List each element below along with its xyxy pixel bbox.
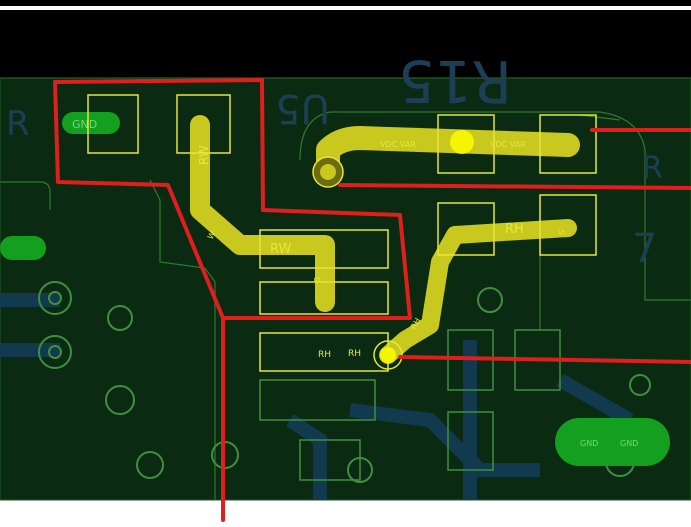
ghost-label-digit: 7 — [632, 226, 657, 272]
ghost-label-r15: R15 — [398, 47, 512, 115]
bottom-whitespace — [0, 500, 691, 527]
annotation-line-via — [338, 183, 691, 190]
pad-outlines — [87, 94, 597, 372]
via-rh-inner — [380, 347, 396, 363]
trace-rh[interactable] — [379, 219, 577, 364]
pad-label-small-s: S — [313, 277, 322, 282]
pad-rh-top — [437, 202, 495, 256]
canvas-top-band — [0, 0, 691, 80]
dim-vias — [38, 281, 651, 483]
pad-label-rh-low-a: RH — [318, 350, 331, 360]
trace-vdc[interactable] — [316, 126, 580, 184]
pad-label-small-w: W — [206, 230, 218, 241]
annotation-outline — [53, 78, 412, 320]
window-edge — [0, 6, 691, 10]
pad-bottom-label-left: GND — [580, 439, 598, 448]
pad-gnd-outline — [87, 94, 139, 154]
pad-label-small-tr: S — [558, 230, 567, 235]
ghost-label-r-left: R — [6, 104, 30, 144]
pad-rw-outline — [176, 94, 231, 154]
trace-wiper[interactable] — [190, 115, 335, 312]
selected-traces[interactable] — [190, 115, 580, 364]
via-rh-outer — [373, 340, 403, 370]
pad-vdc-right — [539, 114, 597, 174]
board-edge — [0, 77, 691, 501]
pad-bottom-label-right: GND — [620, 439, 638, 448]
ghost-label-r-mid: R — [642, 151, 663, 186]
pad-label-vdc-b: VDC VAR — [490, 140, 526, 149]
ghost-label-u5: U5 — [275, 85, 330, 131]
pad-vdc-center — [437, 114, 495, 174]
pad-gnd-label: GND — [72, 118, 97, 131]
pad-label-vdc-a: VDC VAR — [380, 140, 416, 149]
pad-label-rh-low-b: RH — [348, 349, 361, 359]
annotation-line-rh — [398, 355, 691, 364]
pad-rw-box — [259, 229, 389, 269]
via-vdc-pad — [450, 130, 474, 154]
selected-vias[interactable] — [312, 130, 474, 370]
pad-label-wiper: RW — [197, 145, 211, 165]
pad-label-rw: RW — [270, 242, 292, 257]
red-annotations — [53, 78, 691, 522]
via-vdc-inner — [320, 164, 336, 180]
pad-s-box — [259, 281, 389, 315]
green-pour — [0, 112, 670, 466]
pad-rh-right — [539, 194, 597, 256]
pad-label-rh-right: RH — [505, 222, 524, 237]
